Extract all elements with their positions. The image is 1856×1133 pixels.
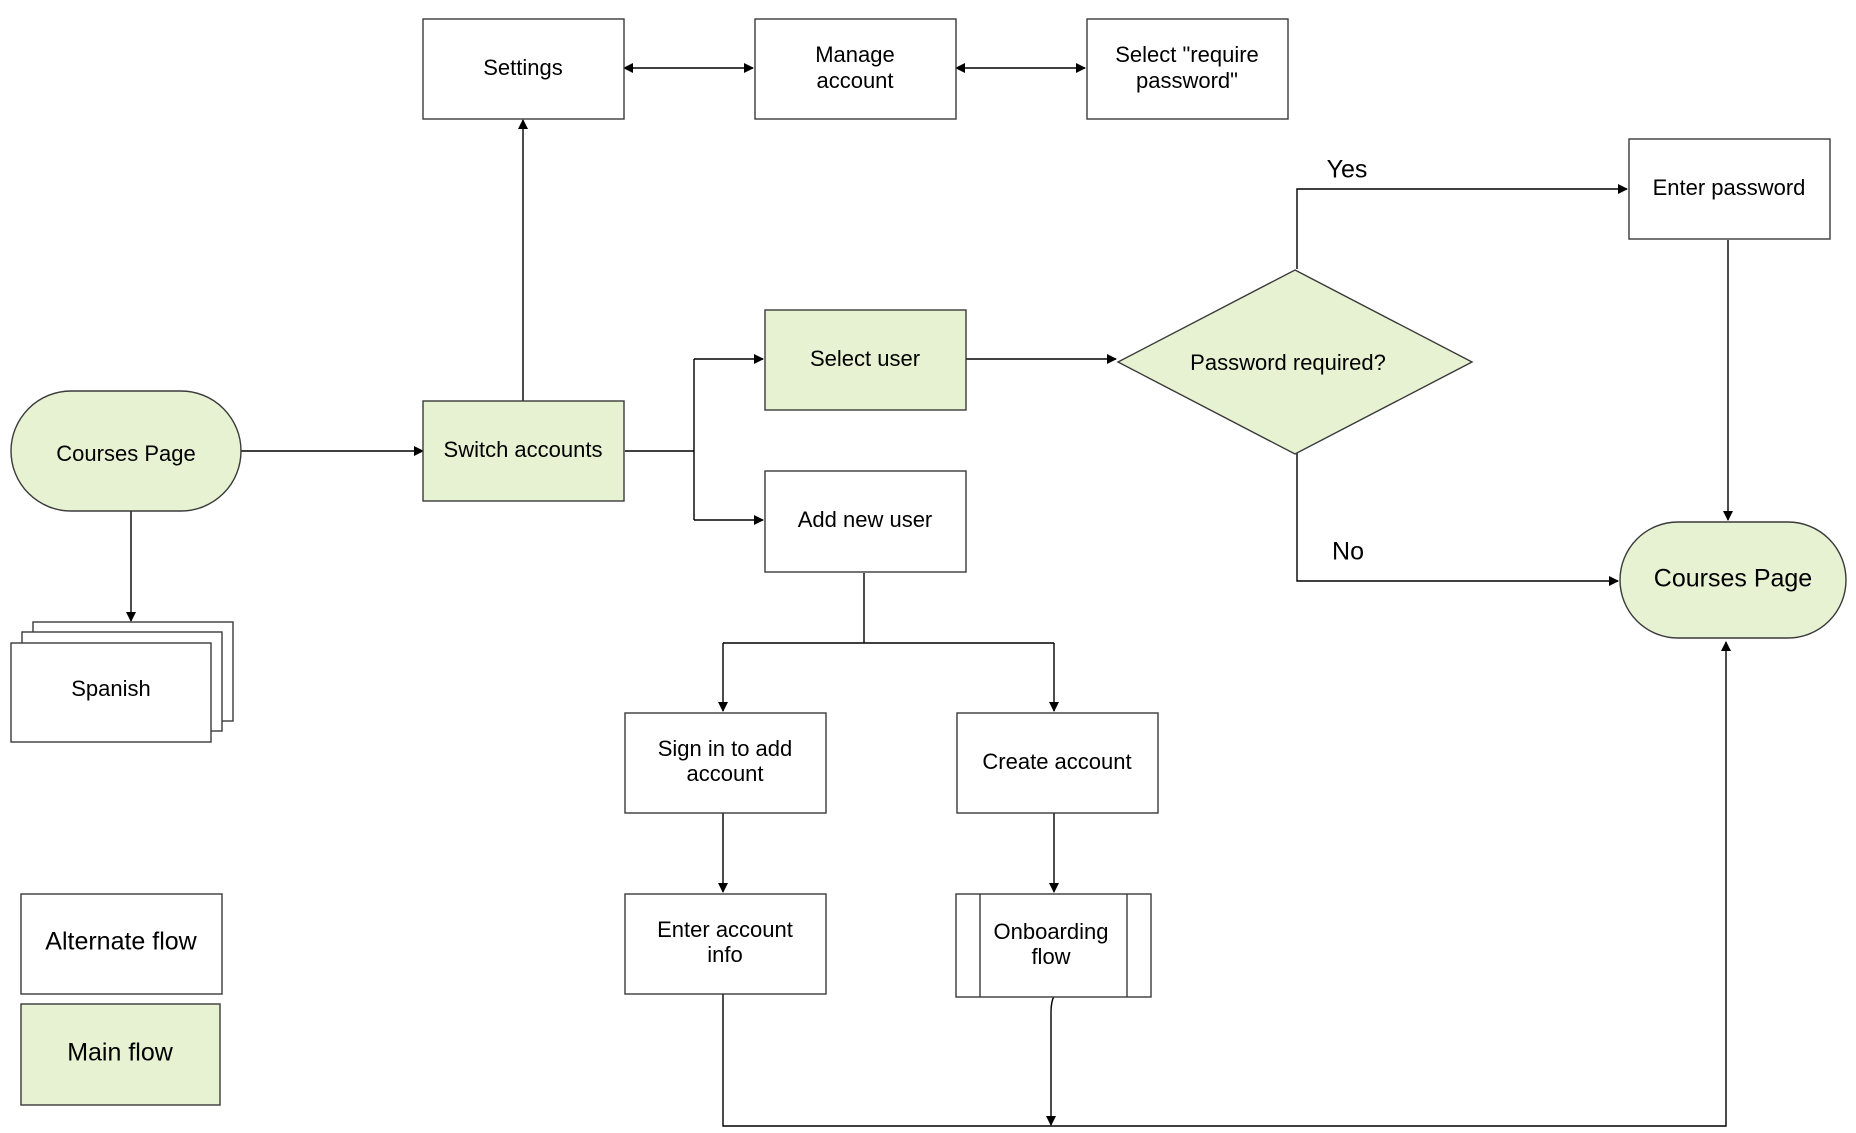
edge-switch-branch	[625, 359, 695, 520]
enter-password-label: Enter password	[1653, 175, 1806, 200]
node-courses-page-start: Courses Page	[10, 390, 242, 512]
node-onboarding-flow: Onboarding flow	[955, 893, 1152, 998]
node-courses-page-end: Courses Page	[1619, 521, 1847, 639]
legend-main-flow: Main flow	[20, 1003, 221, 1106]
edge-no-label: No	[1332, 538, 1364, 566]
create-account-label: Create account	[982, 749, 1131, 774]
edge-no	[1296, 453, 1619, 586]
edge-onboarding-down	[1046, 995, 1056, 1126]
edge-yes	[1296, 184, 1628, 269]
enter-account-info-label-line2: info	[707, 942, 742, 967]
legend: Alternate flow Main flow	[20, 893, 223, 1106]
spanish-label: Spanish	[71, 676, 151, 701]
node-create-account: Create account	[956, 712, 1159, 814]
select-require-password-label-line2: password"	[1136, 68, 1238, 93]
sign-in-label-line2: account	[686, 761, 763, 786]
manage-account-label-line1: Manage	[815, 42, 895, 67]
node-select-user: Select user	[764, 309, 967, 411]
legend-alternate-flow-label: Alternate flow	[45, 928, 197, 956]
connectors	[126, 63, 1733, 1127]
select-user-label: Select user	[810, 346, 920, 371]
node-settings: Settings	[422, 18, 625, 120]
onboarding-flow-label-line2: flow	[1031, 944, 1070, 969]
add-new-user-label: Add new user	[798, 507, 933, 532]
manage-account-label-line2: account	[816, 68, 893, 93]
legend-main-flow-label: Main flow	[67, 1039, 174, 1067]
legend-alternate-flow: Alternate flow	[20, 893, 223, 995]
node-password-required-decision: Password required?	[1116, 269, 1474, 455]
node-sign-in-to-add-account: Sign in to add account	[624, 712, 827, 814]
node-enter-account-info: Enter account info	[624, 893, 827, 995]
onboarding-flow-label-line1: Onboarding	[994, 919, 1109, 944]
node-select-require-password: Select "require password"	[1086, 18, 1289, 120]
select-require-password-label-line1: Select "require	[1115, 42, 1259, 67]
node-enter-password: Enter password	[1628, 138, 1831, 240]
node-switch-accounts: Switch accounts	[422, 400, 625, 502]
node-spanish: Spanish	[10, 621, 234, 743]
courses-page-start-label: Courses Page	[56, 441, 195, 466]
enter-account-info-label-line1: Enter account	[657, 917, 793, 942]
settings-label: Settings	[483, 55, 563, 80]
node-add-new-user: Add new user	[764, 470, 967, 573]
edge-bottom-return	[722, 641, 1731, 1127]
courses-page-end-label: Courses Page	[1654, 565, 1812, 593]
password-required-label: Password required?	[1190, 350, 1386, 375]
sign-in-label-line1: Sign in to add	[658, 736, 793, 761]
edge-add-user-branch	[723, 573, 1054, 644]
node-manage-account: Manage account	[754, 18, 957, 120]
switch-accounts-label: Switch accounts	[444, 437, 603, 462]
edge-yes-label: Yes	[1327, 156, 1368, 184]
